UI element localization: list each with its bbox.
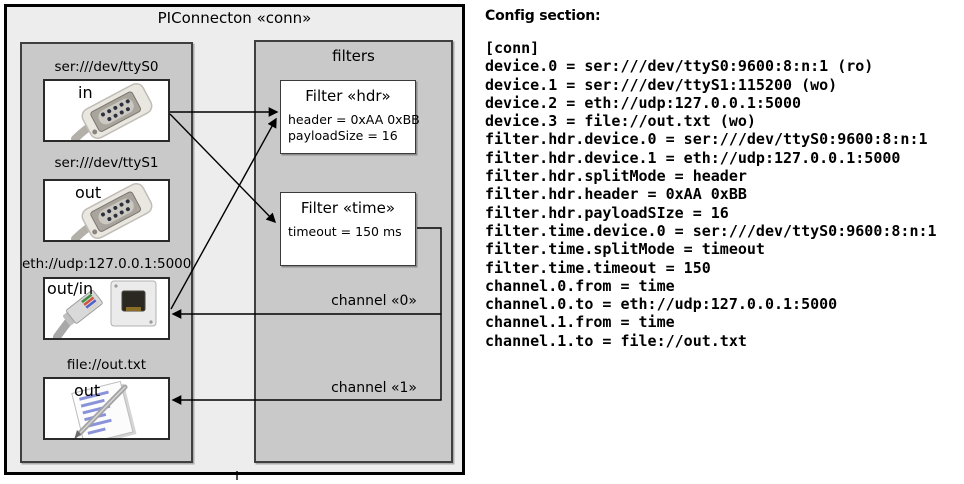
device-direction: out — [75, 183, 102, 202]
channel-0-label: channel «0» — [331, 293, 417, 309]
device-box-file: out — [43, 377, 170, 440]
config-line: filter.hdr.device.0 = ser:///dev/ttyS0:9… — [485, 130, 928, 149]
filter-prop: payloadSize = 16 — [288, 128, 398, 143]
device-direction: in — [78, 83, 93, 102]
config-heading: Config section: — [485, 8, 601, 24]
config-line: filter.time.device.0 = ser:///dev/ttyS0:… — [485, 221, 937, 240]
filter-hdr-title: Filter «hdr» — [305, 87, 391, 105]
config-line: device.2 = eth://udp:127.0.0.1:5000 — [485, 93, 802, 112]
filter-prop: header = 0xAA 0xBB — [288, 112, 420, 127]
device-label-eth: eth://udp:127.0.0.1:5000 — [22, 256, 192, 272]
device-box-eth: out/in — [43, 277, 170, 340]
config-line: device.1 = ser:///dev/ttyS1:115200 (wo) — [485, 75, 838, 94]
config-line: channel.0.from = time — [485, 276, 675, 295]
config-line: channel.0.to = eth://udp:127.0.0.1:5000 — [485, 295, 838, 314]
filter-box-time: Filter «time» timeout = 150 ms — [280, 192, 416, 266]
config-lines: [conn] device.0 = ser:///dev/ttyS0:9600:… — [485, 39, 937, 350]
config-line: [conn] — [485, 39, 540, 57]
device-label-ttys1: ser:///dev/ttyS1 — [54, 155, 159, 171]
device-box-ttys0: in — [43, 79, 170, 142]
config-line: filter.hdr.header = 0xAA 0xBB — [485, 185, 747, 204]
device-label-file: file://out.txt — [66, 357, 147, 373]
config-line: filter.hdr.splitMode = header — [485, 167, 747, 186]
device-box-ttys1: out — [43, 179, 170, 242]
config-line: filter.time.timeout = 150 — [485, 258, 711, 277]
config-line: filter.time.splitMode = timeout — [485, 240, 765, 259]
rj45-ethernet-photo — [53, 280, 157, 338]
filters-panel-title: filters — [332, 47, 375, 65]
config-line: device.0 = ser:///dev/ttyS0:9600:8:n:1 (… — [485, 57, 874, 76]
config-line: device.3 = file://out.txt (wo) — [485, 112, 756, 131]
config-line: channel.1.to = file://out.txt — [485, 331, 747, 350]
config-section: Config section: [conn] device.0 = ser://… — [485, 8, 937, 350]
channel-1-label: channel «1» — [331, 380, 417, 396]
db9-serial-connector-photo — [71, 182, 153, 240]
config-line: filter.hdr.payloadSIze = 16 — [485, 203, 729, 222]
diagram-title: PIConnecton «conn» — [157, 9, 312, 27]
device-direction: out — [74, 381, 101, 400]
device-direction: out/in — [47, 279, 94, 298]
db9-serial-connector-photo — [71, 82, 153, 140]
filter-time-title: Filter «time» — [300, 199, 396, 217]
filter-hdr-props: header = 0xAA 0xBB payloadSize = 16 — [281, 112, 420, 144]
filter-box-hdr: Filter «hdr» header = 0xAA 0xBB payloadS… — [280, 80, 420, 154]
device-label-ttys0: ser:///dev/ttyS0 — [54, 59, 159, 75]
filters-panel: filters Filter «hdr» header = 0xAA 0xBB … — [254, 40, 453, 463]
devices-panel: ser:///dev/ttyS0 in ser:///dev/ttyS1 out — [20, 42, 193, 463]
filter-time-props: timeout = 150 ms — [281, 224, 415, 240]
config-line: channel.1.from = time — [485, 313, 675, 332]
filter-prop: timeout = 150 ms — [288, 224, 402, 239]
notepad-pen-icon — [71, 380, 137, 438]
config-line: filter.hdr.device.1 = eth://udp:127.0.0.… — [485, 148, 901, 167]
